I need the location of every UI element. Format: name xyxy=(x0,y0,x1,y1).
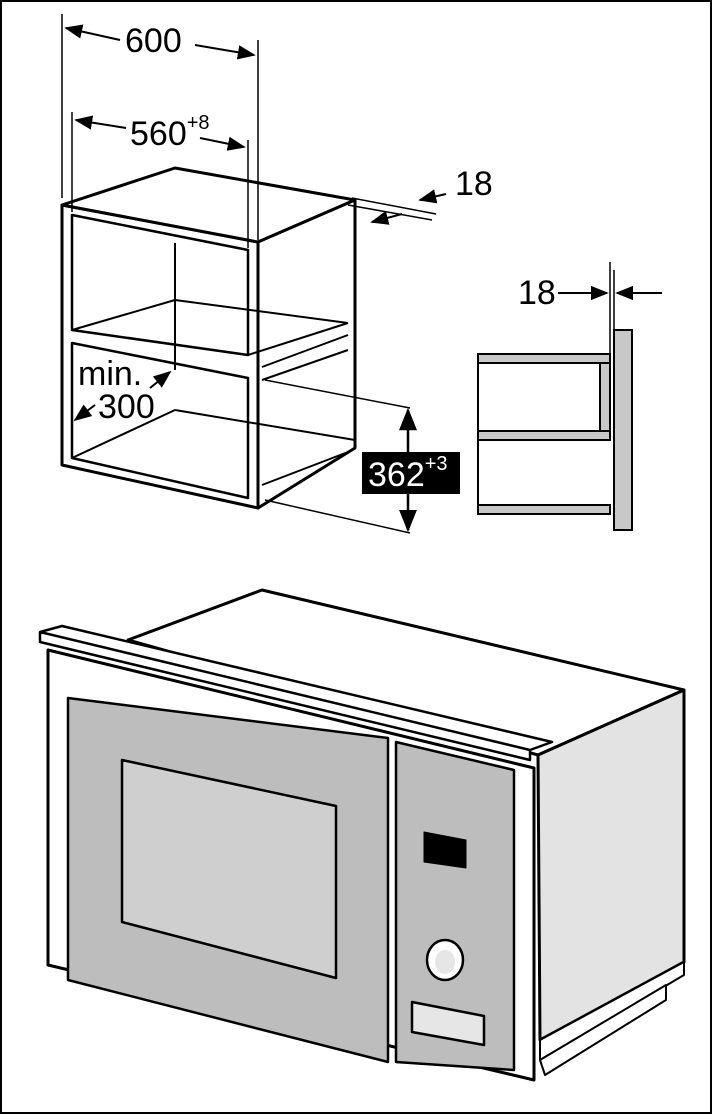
dim-300-label: 300 xyxy=(98,388,155,426)
dimension-18-top: 18 xyxy=(347,165,493,225)
cabinet-inner-lines xyxy=(71,243,356,459)
microwave xyxy=(38,588,686,1082)
display-icon xyxy=(423,831,467,869)
side-frame-strip xyxy=(599,362,611,432)
microwave-base xyxy=(539,961,685,1061)
microwave-window xyxy=(120,758,338,980)
cabinet-side-lines xyxy=(261,334,349,486)
side-section: 18 xyxy=(477,262,662,531)
control-panel xyxy=(394,740,516,1072)
dim-362-label: 362+3 xyxy=(368,453,448,494)
shelf-middle xyxy=(477,430,611,441)
side-wall-panel xyxy=(613,329,633,531)
shelf-upper xyxy=(477,353,611,364)
dim-min-label: min. xyxy=(78,355,142,393)
dim-362-badge xyxy=(362,452,460,494)
microwave-base-rail xyxy=(539,984,667,1076)
dim-600-label: 600 xyxy=(125,22,182,60)
dim-560-label: 560+8 xyxy=(130,112,210,153)
dimension-560: 560+8 xyxy=(71,112,249,248)
dimension-362: 362+3 xyxy=(264,379,460,534)
dim-18-top-label: 18 xyxy=(455,165,493,203)
cabinet-side xyxy=(256,198,357,510)
dimension-min-300: min. 300 xyxy=(73,355,172,426)
door-release-button-icon xyxy=(410,1000,486,1047)
shelf-lower xyxy=(477,504,611,515)
cabinet-niche-opening xyxy=(70,341,250,500)
microwave-trim xyxy=(38,624,554,762)
dim-18-side-label: 18 xyxy=(518,274,556,312)
cabinet xyxy=(60,166,357,510)
dimension-600: 600 xyxy=(61,14,259,240)
